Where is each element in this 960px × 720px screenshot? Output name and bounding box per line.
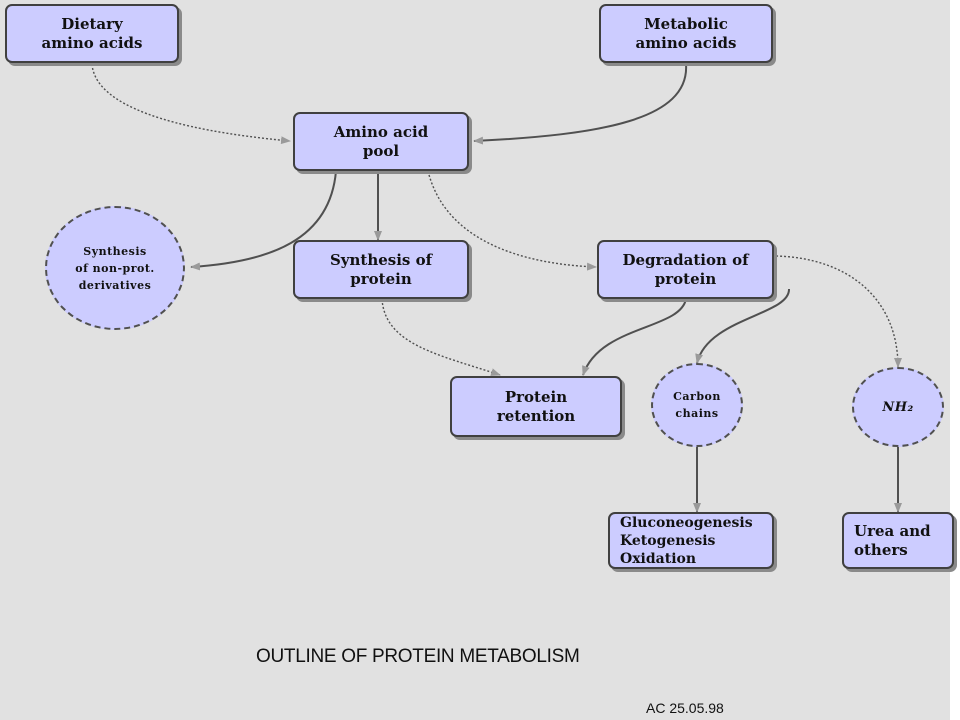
node-metabolic-amino-acids: Metabolic amino acids [599,4,773,63]
node-gluconeogenesis: Gluconeogenesis Ketogenesis Oxidation [608,512,774,569]
node-carbon-chains: Carbon chains [651,363,743,447]
diagram-caption: OUTLINE OF PROTEIN METABOLISM [256,646,580,667]
arrow-degradation-to-carbon [695,288,791,364]
node-nh2: NH₂ [852,367,944,447]
node-synthesis-of-protein: Synthesis of protein [293,240,469,299]
node-degradation-of-protein: Degradation of protein [597,240,774,299]
node-protein-retention: Protein retention [450,376,622,437]
node-synthesis-nonprot-derivatives: Synthesis of non-prot. derivatives [45,206,185,330]
arrow-pool-to-nonprot [190,170,337,271]
node-urea-and-others: Urea and others [842,512,954,569]
arrow-pool-to-degradation [427,170,597,271]
author-date-stamp: AC 25.05.98 [646,700,724,716]
node-amino-acid-pool: Amino acid pool [293,112,469,171]
arrow-synthesis-to-retention [381,298,501,376]
arrow-metabolic-to-pool [473,63,688,145]
arrow-degradation-to-retention [582,298,687,376]
node-dietary-amino-acids: Dietary amino acids [5,4,179,63]
arrow-degradation-to-nh2 [775,255,902,368]
right-margin [950,0,960,720]
arrow-dietary-to-pool [91,63,291,145]
